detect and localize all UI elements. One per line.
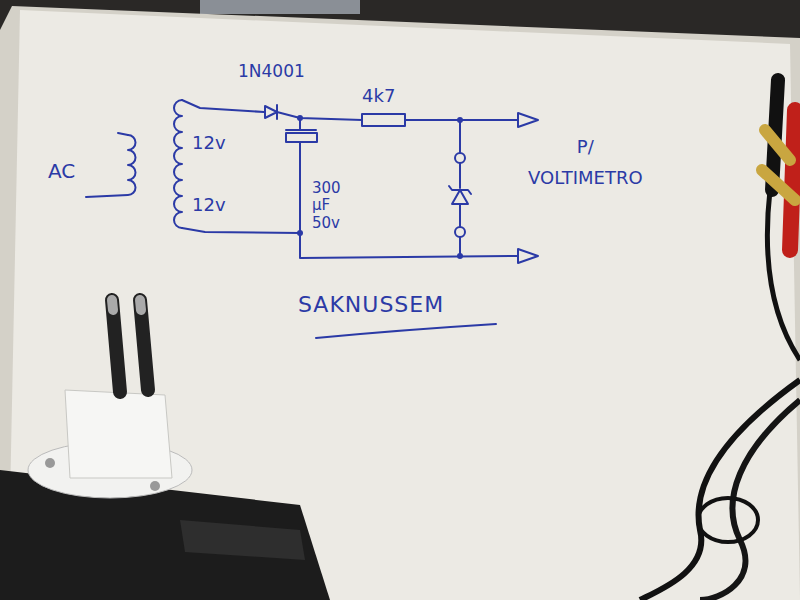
clutter — [200, 0, 360, 14]
schematic — [86, 100, 538, 338]
screw — [150, 481, 160, 491]
resistor-symbol — [362, 114, 405, 126]
output-note: P/ VOLTIMETRO — [528, 132, 643, 193]
signature: SAKNUSSEM — [298, 292, 444, 317]
output-arrow — [518, 249, 538, 263]
primary-lead — [118, 133, 128, 135]
resistor-value: 4k7 — [362, 86, 395, 107]
primary-coil — [86, 135, 136, 197]
winding-voltage: 12v — [192, 195, 226, 216]
wire — [459, 120, 461, 153]
underline — [316, 324, 496, 338]
junction-dot — [297, 230, 303, 236]
cable — [640, 380, 800, 600]
screw — [45, 458, 55, 468]
cable-loop — [698, 498, 758, 542]
source-label: AC — [48, 160, 75, 183]
wire — [277, 112, 362, 120]
bottom-wire — [182, 228, 300, 233]
output-arrow — [518, 113, 538, 127]
plug — [0, 300, 330, 600]
capacitor-plate — [286, 129, 316, 131]
diode-symbol — [265, 106, 277, 118]
wire — [459, 163, 461, 188]
part-name: 1N4001 — [238, 62, 305, 82]
wire — [459, 204, 461, 227]
wire — [300, 142, 518, 258]
zener-bar — [449, 186, 471, 194]
junction-dot — [457, 117, 463, 123]
junction-dot — [457, 253, 463, 259]
junction-dot — [297, 115, 303, 121]
label-plate — [180, 520, 305, 560]
plug-pin — [112, 300, 120, 392]
plug-pin — [140, 300, 148, 390]
top-wire — [182, 100, 264, 112]
capacitor-value: 300 µF 50v — [312, 180, 341, 232]
zener-symbol — [452, 190, 468, 204]
secondary-coil — [174, 100, 182, 228]
probe-lead — [767, 190, 800, 360]
capacitor-symbol — [286, 133, 317, 142]
pin-tip — [112, 300, 113, 310]
winding-voltage: 12v — [192, 133, 226, 154]
terminal — [455, 227, 465, 237]
banana-plug — [762, 130, 795, 200]
paper-under — [0, 6, 800, 600]
probe-red — [790, 110, 795, 250]
terminal — [455, 153, 465, 163]
junctions — [297, 115, 463, 259]
pin-tip — [140, 300, 141, 310]
probes — [640, 80, 800, 600]
plug-body — [65, 390, 172, 478]
